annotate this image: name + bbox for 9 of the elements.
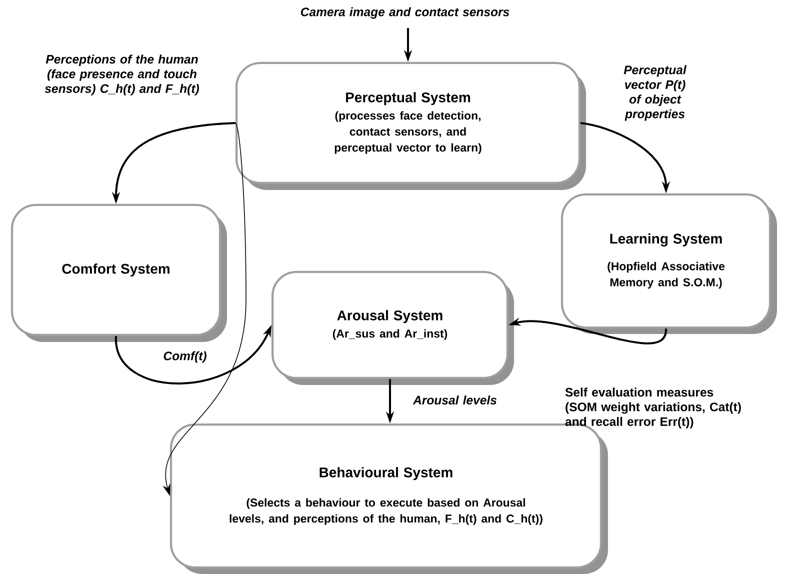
edge-label: Camera image and contact sensors — [300, 7, 510, 19]
system-box: Comfort System — [10, 204, 227, 342]
annotation: Perceptions of the human (face presence and touch sensors) C_h(t) and F_h(t) — [44, 54, 199, 96]
edge-label: Arousal levels — [412, 396, 496, 404]
system-box: Arousal System (Ar_sus and Ar_inst) — [271, 270, 514, 385]
edge-label: Perceptual vector P(t) of object properties — [624, 65, 687, 121]
edge-label: Comf(t) — [164, 351, 206, 363]
system-box: Perceptual System (processes face detection, contact sensors, and perceptual vector to learn) — [235, 62, 586, 190]
system-box: Learning System (Hopfield Associative Memory and S.O.M.) — [560, 193, 777, 334]
